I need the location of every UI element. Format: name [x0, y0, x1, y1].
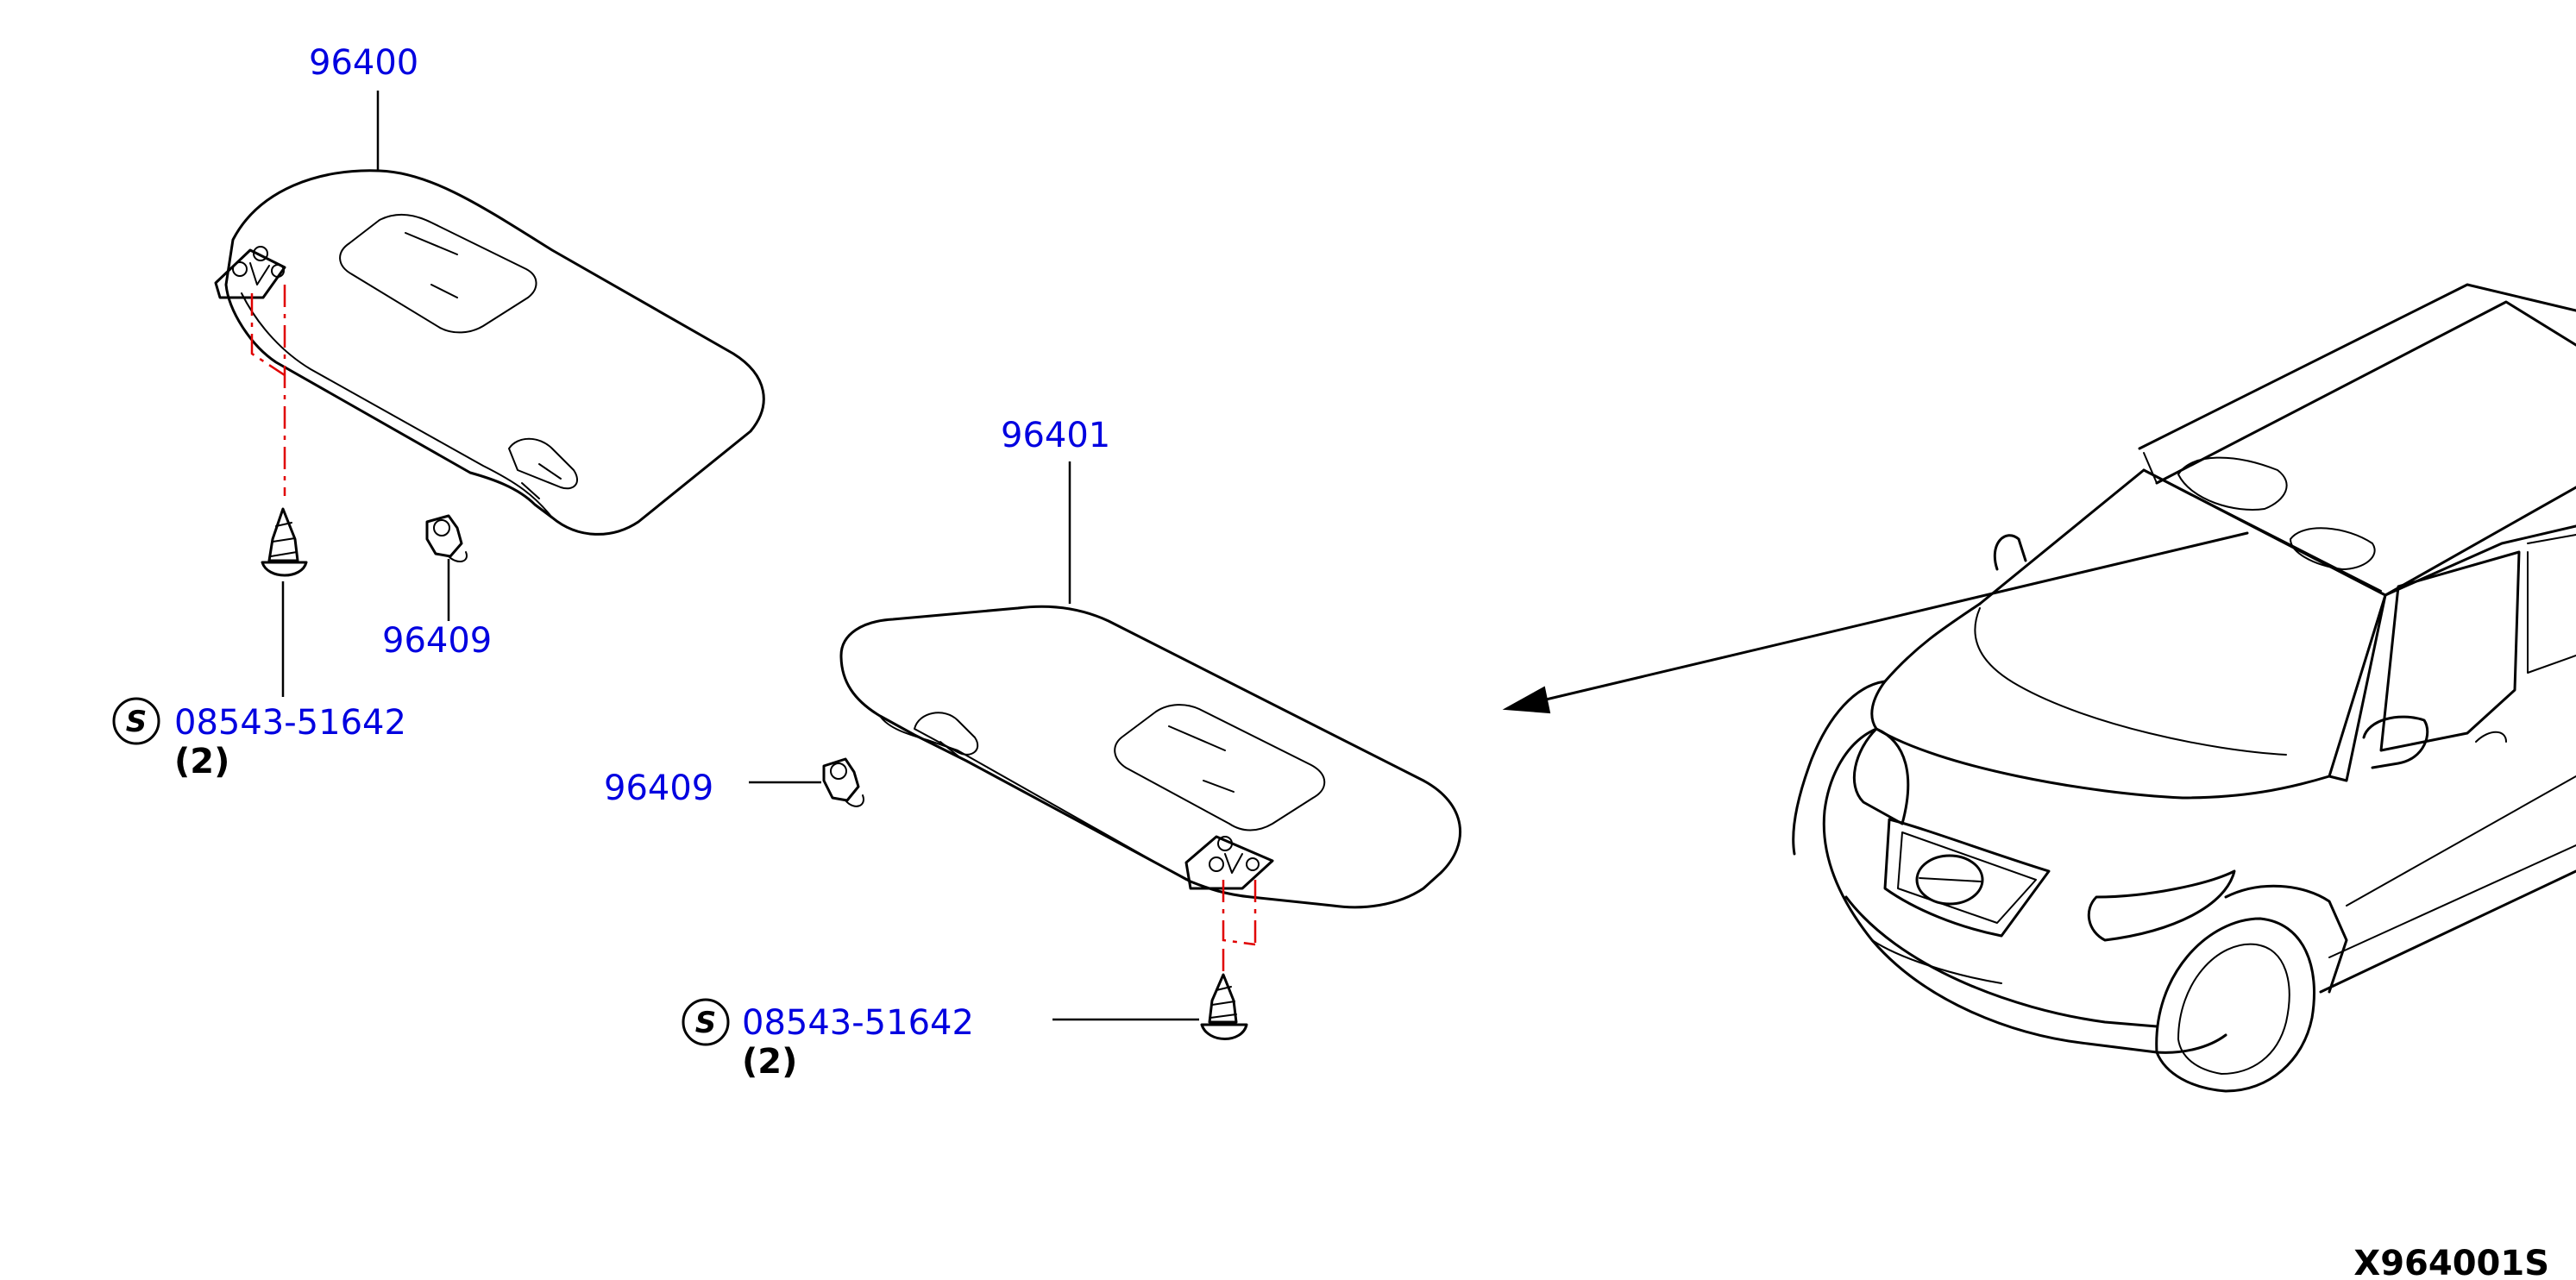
diagram-code: X964001S [2353, 1244, 2549, 1280]
visor-pivot-clip-right [1184, 835, 1274, 890]
quantity-upper: (2) [174, 742, 229, 781]
standard-part-mark: S [695, 1006, 717, 1040]
part-number-screw-upper[interactable]: 08543-51642 [174, 703, 406, 743]
part-number-96409-lower[interactable]: 96409 [604, 769, 713, 808]
part-number-96409-upper[interactable]: 96409 [382, 621, 492, 661]
centerline-right [1222, 880, 1257, 975]
standard-part-badge-upper: S [112, 697, 160, 745]
visor-holder-lower[interactable] [749, 757, 864, 807]
location-arrow [1502, 531, 2249, 714]
standard-part-badge-lower: S [682, 998, 730, 1046]
sun-visor-left[interactable] [224, 169, 765, 536]
visor-pivot-clip-left [214, 246, 286, 299]
standard-part-mark: S [126, 705, 148, 739]
quantity-lower: (2) [742, 1042, 797, 1082]
sun-visor-right[interactable] [839, 605, 1461, 909]
vehicle-outline [1792, 283, 2576, 1093]
part-number-screw-lower[interactable]: 08543-51642 [742, 1003, 974, 1043]
visor-holder-upper[interactable] [425, 514, 468, 621]
screw-upper[interactable] [261, 507, 308, 697]
part-number-96400[interactable]: 96400 [309, 43, 418, 83]
part-number-96401[interactable]: 96401 [1001, 416, 1110, 455]
screw-lower[interactable] [1052, 973, 1248, 1040]
centerline-left [250, 285, 286, 496]
